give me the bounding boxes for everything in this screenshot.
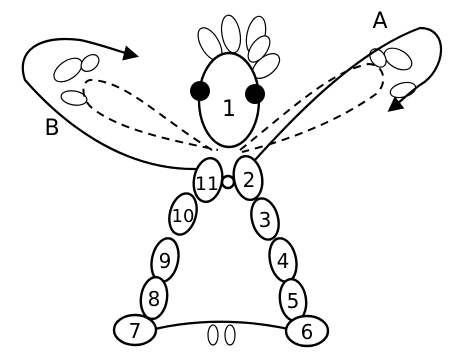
bead-8 (139, 275, 169, 321)
bottom-arc (139, 320, 306, 335)
arrow-labels: A B (44, 9, 387, 141)
bead-6 (284, 314, 330, 348)
label-1: 1 (222, 97, 236, 122)
bead-chain (112, 154, 330, 348)
head: 1 (190, 51, 265, 149)
label-9: 9 (159, 249, 172, 273)
label-2: 2 (243, 168, 256, 192)
arrow-a-path (254, 26, 443, 161)
right-wing-dashed-path (239, 62, 385, 153)
petal (53, 57, 83, 83)
label-11: 11 (195, 173, 219, 195)
label-3: 3 (259, 208, 272, 232)
bead-7 (112, 313, 158, 347)
dashed-thread-paths (82, 62, 385, 153)
petal (80, 54, 100, 72)
petal (224, 324, 236, 346)
label-6: 6 (301, 320, 314, 344)
bead-3 (250, 197, 280, 241)
bottom-petals (207, 324, 236, 346)
label-7: 7 (129, 319, 142, 343)
petal (207, 324, 219, 346)
petal (247, 35, 271, 63)
petal (369, 48, 387, 68)
wing-petals (53, 47, 417, 106)
label-10: 10 (172, 206, 195, 227)
bead-10 (168, 192, 198, 236)
arrow-paths (21, 26, 443, 171)
center-knot (220, 174, 236, 190)
right-eye-dot (245, 84, 265, 104)
label-a: A (372, 9, 387, 34)
left-wing-dashed-path (82, 78, 219, 151)
petal (383, 47, 413, 71)
label-8: 8 (148, 287, 161, 311)
arrow-b-path (21, 38, 197, 171)
left-eye-dot (190, 81, 210, 101)
petal (60, 90, 88, 106)
label-4: 4 (277, 249, 290, 273)
body-outline (139, 320, 306, 335)
petal (220, 14, 242, 54)
label-5: 5 (287, 289, 300, 313)
bead-labels: 11 2 10 3 9 4 8 5 7 6 (129, 168, 314, 344)
label-b: B (44, 116, 59, 141)
